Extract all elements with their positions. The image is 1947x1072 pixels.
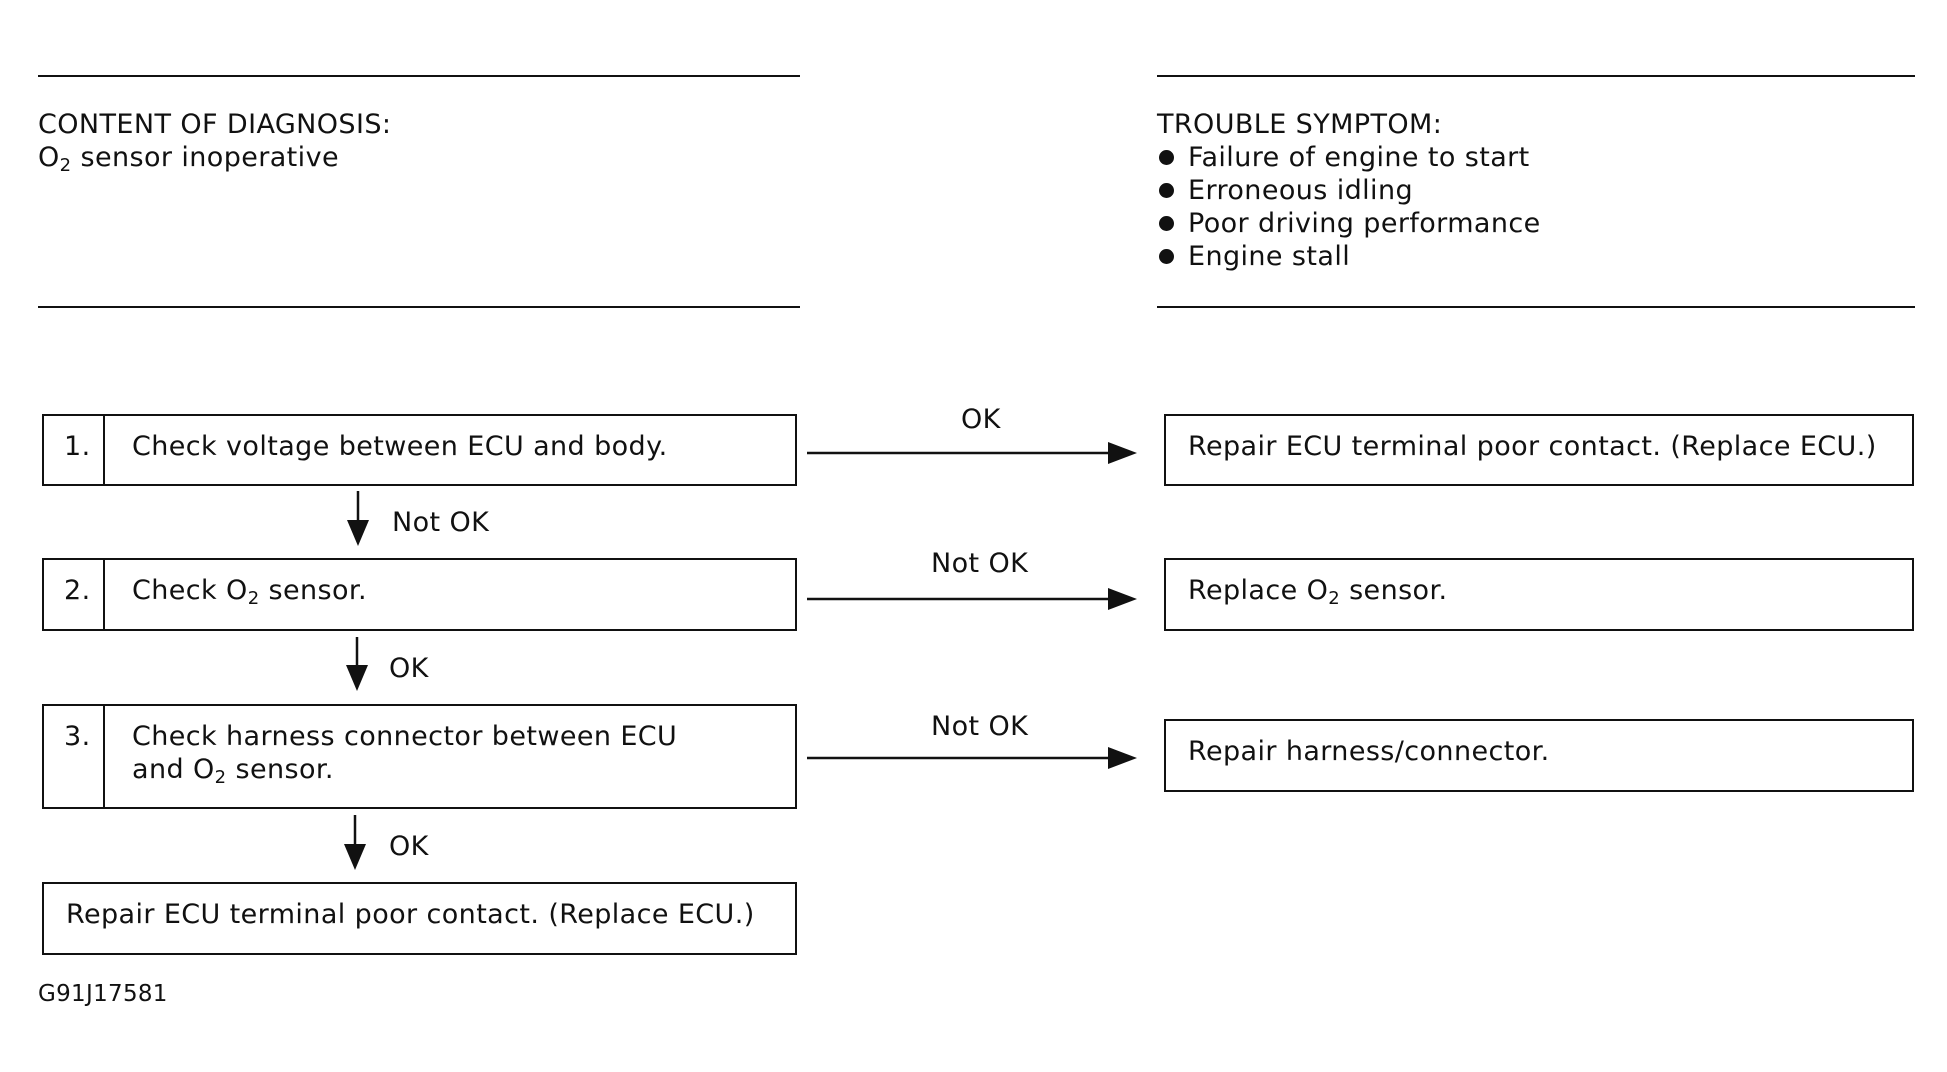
step-1-box: 1. Check voltage between ECU and body. xyxy=(42,414,797,486)
step-2-right-label: Not OK xyxy=(931,548,1029,579)
bullet-icon xyxy=(1159,150,1174,165)
step-3-text: Check harness connector between ECU and … xyxy=(132,721,678,788)
bullet-icon xyxy=(1159,183,1174,198)
header-bottom-rule-right xyxy=(1157,306,1915,308)
list-item: Failure of engine to start xyxy=(1157,141,1541,174)
result-1-box: Repair ECU terminal poor contact. (Repla… xyxy=(1164,414,1914,486)
step-2-down-label: OK xyxy=(389,653,429,684)
arrow-step2-to-result2 xyxy=(807,588,1137,610)
step-1-number: 1. xyxy=(64,431,91,462)
result-2-text: Replace O2 sensor. xyxy=(1188,575,1448,609)
header-top-rule-right xyxy=(1157,75,1915,77)
step-3-box: 3. Check harness connector between ECU a… xyxy=(42,704,797,809)
arrow-step3-to-final xyxy=(344,815,366,870)
step-1-number-cell: 1. xyxy=(44,416,105,484)
arrow-step1-to-result1 xyxy=(807,442,1137,464)
arrow-step3-to-result3 xyxy=(807,747,1137,769)
final-result-box: Repair ECU terminal poor contact. (Repla… xyxy=(42,882,797,955)
header-top-rule-left xyxy=(38,75,800,77)
step-2-text: Check O2 sensor. xyxy=(132,575,367,609)
step-2-number-cell: 2. xyxy=(44,560,105,629)
step-3-number: 3. xyxy=(64,721,91,752)
trouble-symptom: TROUBLE SYMPTOM: Failure of engine to st… xyxy=(1157,108,1541,273)
result-3-text: Repair harness/connector. xyxy=(1188,736,1550,767)
header-bottom-rule-left xyxy=(38,306,800,308)
arrow-step1-to-step2 xyxy=(347,491,369,546)
content-of-diagnosis-heading: CONTENT OF DIAGNOSIS: xyxy=(38,109,392,140)
figure-code: G91J17581 xyxy=(38,981,168,1007)
content-of-diagnosis-text: O2 sensor inoperative xyxy=(38,142,339,176)
arrow-step2-to-step3 xyxy=(346,637,368,691)
trouble-symptom-heading: TROUBLE SYMPTOM: xyxy=(1157,109,1443,140)
list-item: Erroneous idling xyxy=(1157,174,1541,207)
result-1-text: Repair ECU terminal poor contact. (Repla… xyxy=(1188,431,1877,462)
list-item: Engine stall xyxy=(1157,240,1541,273)
step-2-number: 2. xyxy=(64,575,91,606)
step-3-right-label: Not OK xyxy=(931,711,1029,742)
step-3-number-cell: 3. xyxy=(44,706,105,807)
step-1-text: Check voltage between ECU and body. xyxy=(132,431,668,462)
step-2-box: 2. Check O2 sensor. xyxy=(42,558,797,631)
content-of-diagnosis: CONTENT OF DIAGNOSIS: O2 sensor inoperat… xyxy=(38,108,392,176)
step-1-right-label: OK xyxy=(961,404,1001,435)
result-2-box: Replace O2 sensor. xyxy=(1164,558,1914,631)
list-item: Poor driving performance xyxy=(1157,207,1541,240)
bullet-icon xyxy=(1159,216,1174,231)
result-3-box: Repair harness/connector. xyxy=(1164,719,1914,792)
step-3-down-label: OK xyxy=(389,831,429,862)
trouble-symptom-list: Failure of engine to start Erroneous idl… xyxy=(1157,141,1541,273)
final-result-text: Repair ECU terminal poor contact. (Repla… xyxy=(66,899,755,930)
step-1-down-label: Not OK xyxy=(392,507,490,538)
bullet-icon xyxy=(1159,249,1174,264)
